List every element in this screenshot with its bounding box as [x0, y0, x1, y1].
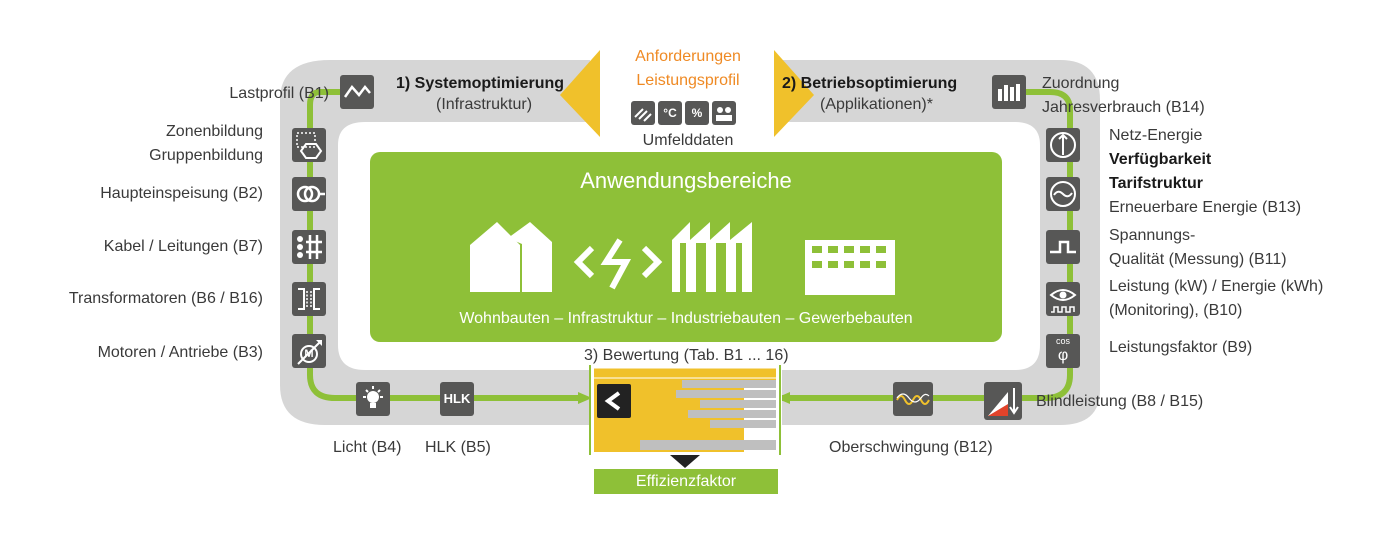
system-optimization-sub: (Infrastruktur): [436, 96, 533, 113]
left-label-grouping: Gruppenbildung: [149, 147, 263, 164]
left-label-transformers: Transformatoren (B6 / B16): [68, 290, 263, 307]
harmonics-icon: [893, 382, 933, 416]
bottom-label-reactive: Blindleistung (B8 / B15): [1036, 393, 1204, 410]
left-label-main-feed: Haupteinspeisung (B2): [100, 185, 263, 202]
bottom-label-light: Licht (B4): [333, 439, 402, 456]
bottom-label-harmonics: Oberschwingung (B12): [829, 439, 993, 456]
monitoring-icon: [1046, 282, 1080, 316]
left-label-motors: Motoren / Antriebe (B3): [97, 344, 263, 361]
right-label-availability: Verfügbarkeit: [1109, 151, 1212, 168]
evaluation-label: 3) Bewertung (Tab. B1 ... 16): [584, 347, 789, 364]
bar-chart-icon: [992, 75, 1026, 109]
hvac-icon: HLK: [440, 382, 474, 416]
power-factor-icon: cos φ: [1046, 334, 1080, 368]
center-subtitle: Wohnbauten – Infrastruktur – Industrieba…: [459, 310, 913, 327]
grid-energy-icon: [1046, 128, 1080, 162]
humidity-icon: %: [685, 101, 709, 125]
people-icon: [712, 101, 736, 125]
wind-icon: [631, 101, 655, 125]
exchange-icon: [573, 238, 663, 290]
right-label-quality: Qualität (Messung) (B11): [1109, 251, 1287, 268]
left-label-load-profile: Lastprofil (B1): [229, 85, 329, 102]
left-label-cables: Kabel / Leitungen (B7): [103, 238, 263, 255]
center-title: Anwendungsbereiche: [580, 168, 792, 193]
right-label-monitoring: (Monitoring), (B10): [1109, 302, 1243, 319]
operation-optimization-title: 2) Betriebsoptimierung: [782, 75, 958, 92]
voltage-quality-icon: [1046, 230, 1080, 264]
system-optimization-title: 1) Systemoptimierung: [396, 75, 565, 92]
right-label-power-energy: Leistung (kW) / Energie (kWh): [1109, 278, 1324, 295]
load-profile-label: Leistungsprofil: [636, 72, 740, 89]
requirements-label: Anforderungen: [635, 48, 741, 65]
right-label-allocation: Zuordnung: [1042, 75, 1120, 92]
motor-icon: M: [292, 334, 326, 368]
light-icon: [356, 382, 390, 416]
efficiency-box: [594, 469, 778, 494]
right-label-annual: Jahresverbrauch (B14): [1042, 99, 1205, 116]
transformer-icon: [292, 282, 326, 316]
bottom-label-hvac: HLK (B5): [425, 439, 491, 456]
right-yellow-arrow: [774, 50, 814, 137]
temperature-icon: °C: [658, 101, 682, 125]
renewable-icon: [1046, 177, 1080, 211]
right-label-power-factor: Leistungsfaktor (B9): [1109, 339, 1253, 356]
right-label-grid-energy: Netz-Energie: [1109, 127, 1203, 144]
zone-group-icon: [292, 128, 326, 162]
efficiency-label: Effizienzfaktor: [635, 473, 737, 490]
left-label-zoning: Zonenbildung: [166, 123, 263, 140]
reactive-power-icon: [984, 382, 1022, 420]
operation-optimization-sub: (Applikationen)*: [820, 96, 933, 113]
right-label-renewable: Erneuerbare Energie (B13): [1109, 199, 1302, 216]
main-feed-icon: [292, 177, 326, 211]
left-yellow-arrow: [560, 50, 600, 137]
right-label-voltage: Spannungs-: [1109, 227, 1196, 244]
load-profile-icon: [340, 75, 374, 109]
cable-icon: [292, 230, 326, 264]
right-label-tariff: Tarifstruktur: [1109, 175, 1203, 192]
environment-data-label: Umfelddaten: [642, 132, 734, 149]
